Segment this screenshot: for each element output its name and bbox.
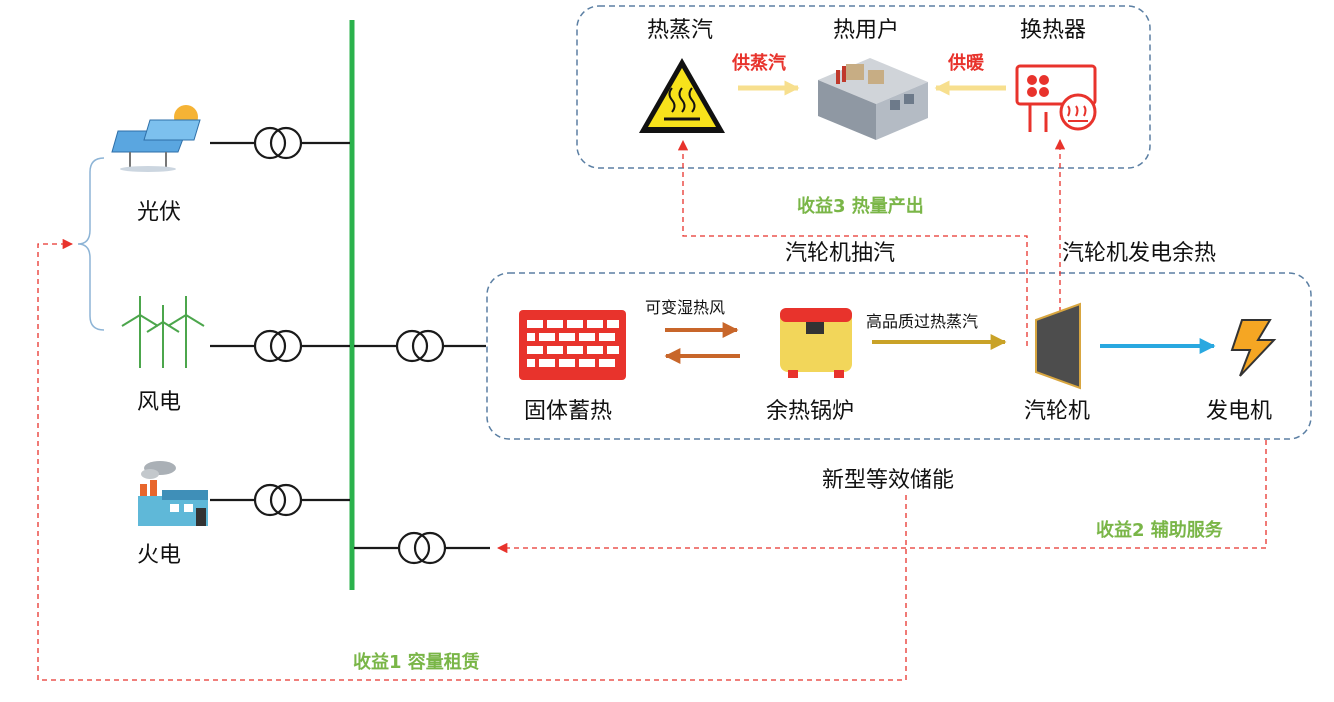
solar-label: 光伏 xyxy=(137,200,182,225)
extraction-label: 汽轮机抽汽 xyxy=(785,241,896,266)
heat-supply-group-box xyxy=(576,5,1151,169)
heat-user-label: 热用户 xyxy=(833,18,900,43)
benefit1-line xyxy=(37,238,907,681)
thermal-label: 火电 xyxy=(137,543,182,568)
generator-label: 发电机 xyxy=(1206,399,1273,424)
benefit1-label: 收益1 容量租赁 xyxy=(353,652,480,673)
transformer-wind xyxy=(210,329,350,363)
benefit3-label: 收益3 热量产出 xyxy=(797,196,924,217)
supply-steam-label: 供蒸汽 xyxy=(732,53,786,74)
solid-storage-label: 固体蓄热 xyxy=(524,399,613,424)
lightning-icon xyxy=(1230,319,1277,377)
boiler-label: 余热锅炉 xyxy=(766,399,855,424)
storage-title-label: 新型等效储能 xyxy=(822,468,955,493)
solar-panel-icon xyxy=(111,105,201,172)
turbine-label: 汽轮机 xyxy=(1024,399,1091,424)
turbine-icon xyxy=(1035,302,1081,390)
transformer-solar xyxy=(210,126,350,160)
source-bracket xyxy=(77,157,105,331)
benefit2-line xyxy=(496,440,1267,554)
steam-quality-label: 高品质过热蒸汽 xyxy=(866,312,979,331)
extraction-line xyxy=(677,139,1028,346)
waste-heat-boiler-icon xyxy=(780,308,852,378)
hot-steam-label: 热蒸汽 xyxy=(647,18,714,43)
heat-exchanger-icon xyxy=(1015,64,1097,132)
wind-turbine-icon xyxy=(121,296,205,368)
exchanger-label: 换热器 xyxy=(1020,18,1087,43)
storage-group-box xyxy=(486,272,1312,440)
transformer-ancillary xyxy=(354,531,490,565)
transformer-storage xyxy=(354,329,486,363)
thermal-plant-icon xyxy=(138,461,208,526)
transformer-thermal xyxy=(210,483,350,517)
hot-steam-warning-icon xyxy=(639,58,725,133)
brick-storage-icon xyxy=(519,310,626,380)
waste-heat-label: 汽轮机发电余热 xyxy=(1062,241,1217,266)
hot-air-label: 可变湿热风 xyxy=(645,298,726,317)
wind-label: 风电 xyxy=(137,390,182,415)
benefit2-label: 收益2 辅助服务 xyxy=(1096,520,1223,541)
supply-heat-label: 供暖 xyxy=(948,53,984,74)
heat-user-building-icon xyxy=(818,58,928,140)
